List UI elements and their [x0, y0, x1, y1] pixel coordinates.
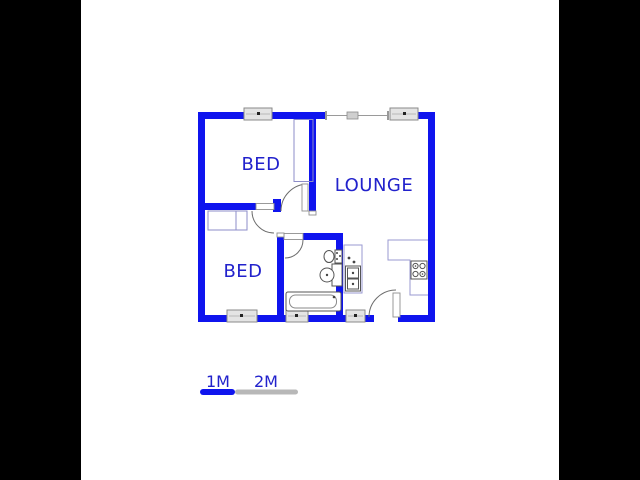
- scale-bar-1m-segment: [200, 389, 235, 395]
- bathroom-door-arc: [284, 239, 304, 259]
- wardrobe-bed1: [293, 119, 314, 182]
- room-label-bed2: BED: [223, 261, 262, 282]
- window-lounge-top: [389, 107, 419, 121]
- bathroom-door-frame: [283, 233, 304, 240]
- wardrobe-bed2: [207, 210, 248, 231]
- letterbox-right: [559, 0, 640, 480]
- stove: [410, 260, 428, 280]
- windows: [226, 107, 419, 323]
- bed1-door-leaf: [301, 183, 309, 212]
- bed2-door-arc: [251, 210, 275, 234]
- doors: [251, 183, 401, 318]
- scale-label-1m: 1M: [206, 372, 230, 391]
- fixtures: [207, 119, 428, 312]
- window-bathroom-bottom: [285, 309, 309, 323]
- entry-door-arc: [368, 289, 397, 318]
- window-kitchen-bottom: [345, 309, 366, 323]
- toilet: [323, 249, 343, 264]
- room-label-bed1: BED: [241, 154, 280, 175]
- scale-bar: 1M 2M: [200, 372, 298, 395]
- window-mullion: [346, 111, 359, 120]
- outer-walls: [198, 112, 435, 322]
- interior-walls: [198, 112, 343, 322]
- bed2-door-frame: [255, 203, 275, 210]
- window-bed1-top: [243, 107, 273, 121]
- window-bed2-bottom: [226, 309, 258, 323]
- bathtub: [285, 291, 342, 312]
- kitchen-counter: [387, 239, 428, 296]
- entry-door-leaf: [392, 292, 401, 318]
- scale-bar-2m-segment: [235, 389, 298, 395]
- room-label-lounge: LOUNGE: [335, 175, 414, 196]
- basin: [319, 263, 343, 287]
- room-labels: BED LOUNGE BED: [223, 154, 414, 282]
- kitchen-sink: [343, 244, 363, 294]
- letterbox-left: [0, 0, 81, 480]
- lounge-window-strip: [325, 111, 389, 120]
- scale-label-2m: 2M: [254, 372, 278, 391]
